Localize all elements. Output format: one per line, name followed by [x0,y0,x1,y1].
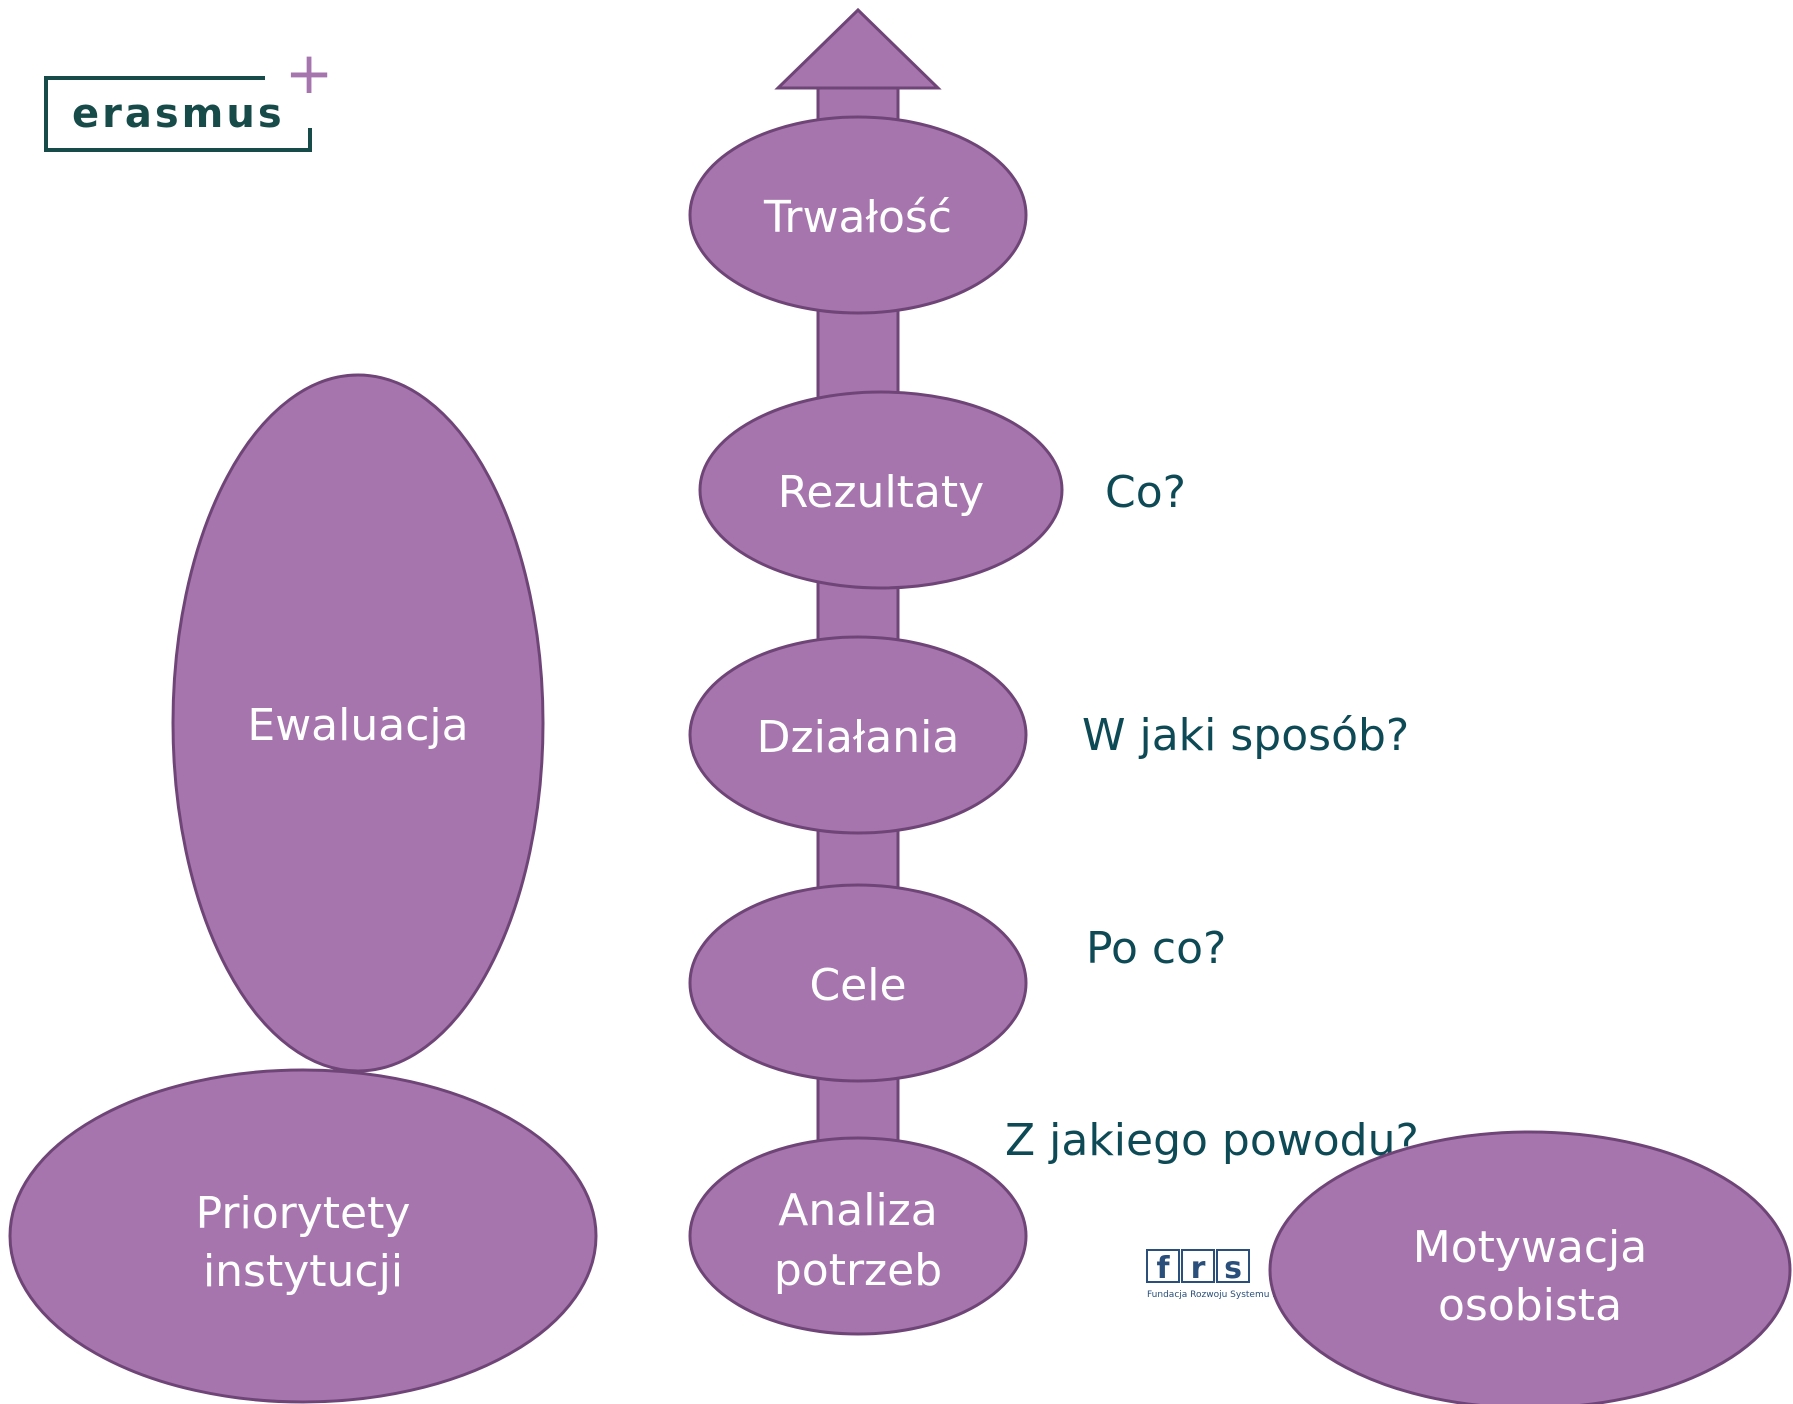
evaluation-ellipse [171,373,545,1073]
question-w-jaki-sposob: W jaki sposób? [1082,710,1409,761]
frs-box-f-icon [1146,1249,1180,1283]
step-label-line-2: potrzeb [774,1245,942,1296]
step-ellipse [698,390,1064,590]
frs-subtitle: Fundacja Rozwoju Systemu E [1147,1290,1278,1300]
step-ellipse [688,1136,1028,1336]
evaluation-label: Ewaluacja [247,700,468,751]
erasmus-logo: erasmus + [44,39,334,152]
step-trwalosc: Trwałość [688,115,1028,315]
frs-letter: s [1224,1251,1242,1286]
step-label: Cele [809,960,906,1011]
question-co: Co? [1105,467,1186,518]
question-z-jakiego-powodu: Z jakiego powodu? [1005,1115,1419,1166]
step-analiza-potrzeb: Analiza potrzeb [688,1136,1028,1336]
motivation-label-line-1: Motywacja [1413,1222,1648,1273]
priorities-ellipse [8,1068,598,1404]
priorities-label-line-1: Priorytety [196,1188,411,1239]
arrow-head-icon [774,7,942,90]
frs-letter: r [1191,1251,1206,1286]
frs-letter: f [1156,1251,1170,1286]
institution-priorities: Priorytety instytucji [8,1068,598,1404]
motivation-ellipse [1268,1130,1792,1404]
step-cele: Cele [688,883,1028,1083]
erasmus-logo-text: erasmus [72,91,285,137]
step-dzialania: Działania [688,635,1028,835]
step-label: Działania [757,712,960,763]
motivation-label-line-2: osobista [1438,1280,1622,1331]
erasmus-plus-icon: + [285,39,334,107]
step-label-line-1: Analiza [778,1185,937,1236]
question-po-co: Po co? [1086,923,1226,974]
step-ellipse [688,635,1028,835]
frs-logo: f r s Fundacja Rozwoju Systemu E [1146,1249,1278,1300]
step-label: Rezultaty [778,467,984,518]
step-ellipse [688,883,1028,1083]
step-ellipse [688,115,1028,315]
frs-box-s-icon [1216,1249,1250,1283]
frs-box-r-icon [1181,1249,1215,1283]
evaluation: Ewaluacja [171,373,545,1073]
priorities-label-line-2: instytucji [203,1246,403,1297]
personal-motivation: Motywacja osobista [1268,1130,1792,1404]
step-label: Trwałość [763,192,952,243]
step-rezultaty: Rezultaty [698,390,1064,590]
